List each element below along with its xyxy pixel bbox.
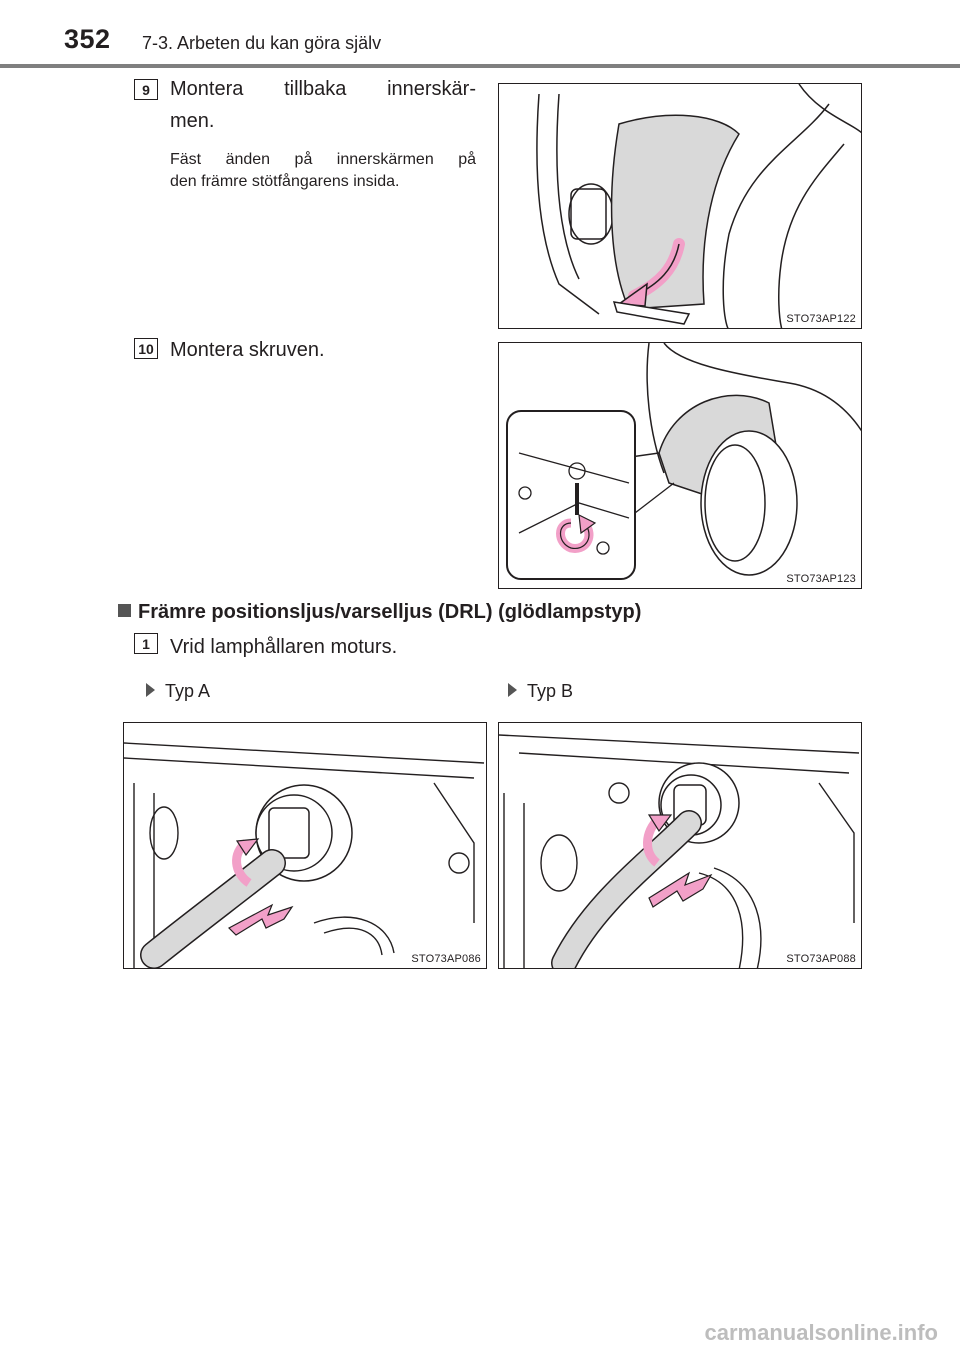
figure-code-122: STO73AP122	[785, 313, 857, 325]
type-a-illustration	[124, 742, 485, 968]
type-a-text: Typ A	[165, 681, 211, 701]
section-heading-text: Främre positionsljus/varselljus (DRL) (g…	[138, 601, 642, 623]
section-title: 7-3. Arbeten du kan göra själv	[142, 33, 382, 53]
step-9-title-line1: Montera tillbaka innerskär-	[170, 78, 476, 100]
figure-code-123: STO73AP123	[785, 573, 857, 585]
figure-screw: STO73AP123	[498, 342, 862, 589]
step-9-detail-line2: den främre stötfångarens insida.	[170, 173, 400, 190]
step-10-title: Montera skruven.	[170, 339, 325, 361]
type-b-text: Typ B	[527, 681, 574, 701]
type-a-label: Typ A	[146, 681, 210, 702]
triangle-bullet-icon	[508, 683, 517, 697]
page-number: 352	[64, 24, 111, 54]
watermark: carmanualsonline.info	[704, 1320, 939, 1345]
figure-inner-fender: STO73AP122	[498, 83, 862, 329]
step-9-detail-line1: Fäst änden på innerskärmen på	[170, 151, 476, 168]
inner-fender-illustration	[536, 84, 861, 328]
step-badge-1: 1	[134, 633, 158, 654]
header-divider	[0, 64, 960, 68]
type-b-label: Typ B	[508, 681, 573, 702]
step-badge-9: 9	[134, 79, 158, 100]
figure-type-b: STO73AP088	[498, 722, 862, 969]
figure-type-a: STO73AP086	[123, 722, 487, 969]
figure-code-086: STO73AP086	[410, 953, 482, 965]
triangle-bullet-icon	[146, 683, 155, 697]
section-heading-drl: Främre positionsljus/varselljus (DRL) (g…	[118, 601, 641, 624]
step-badge-10: 10	[134, 338, 158, 359]
type-b-illustration	[499, 734, 860, 968]
heading-square-icon	[118, 604, 131, 617]
step-9-title-line2: men.	[170, 110, 215, 132]
figure-code-088: STO73AP088	[785, 953, 857, 965]
screw-illustration	[506, 343, 861, 580]
step-1-title: Vrid lamphållaren moturs.	[170, 636, 398, 658]
